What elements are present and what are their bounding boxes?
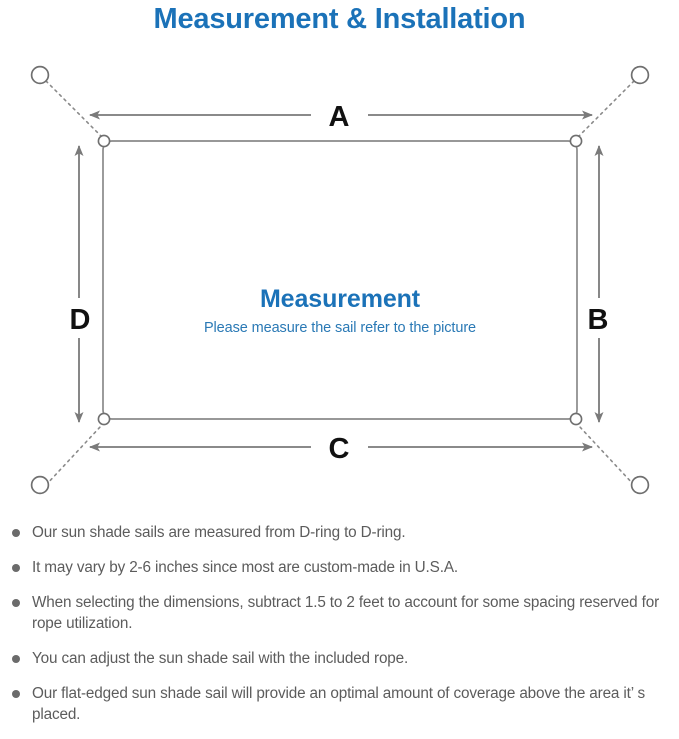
dimension-label-b: B	[588, 304, 609, 336]
anchor-ring-bottom-left-icon	[30, 475, 50, 495]
note-item: Our flat-edged sun shade sail will provi…	[0, 683, 679, 725]
diagram-svg: A C D B	[30, 65, 650, 495]
bullet-icon	[12, 655, 20, 663]
anchor-ring-top-right-icon	[630, 65, 650, 85]
rope-top-right	[578, 80, 635, 137]
sun-shade-sail-measurement-diagram: A C D B Measurement Please measure the s…	[0, 48, 679, 518]
note-text: Our sun shade sails are measured from D-…	[32, 524, 406, 541]
dimension-label-c: C	[329, 433, 350, 465]
bullet-icon	[12, 529, 20, 537]
bullet-icon	[12, 690, 20, 698]
d-ring-top-left-icon	[97, 134, 111, 148]
anchor-rings	[30, 65, 650, 495]
d-rings	[97, 134, 583, 426]
note-item: Our sun shade sails are measured from D-…	[0, 522, 679, 543]
note-text: When selecting the dimensions, subtract …	[32, 594, 660, 632]
sail-shape	[102, 140, 578, 420]
d-ring-top-right-icon	[569, 134, 583, 148]
bullet-icon	[12, 599, 20, 607]
note-text: Our flat-edged sun shade sail will provi…	[32, 685, 646, 723]
notes-list: Our sun shade sails are measured from D-…	[0, 522, 679, 739]
anchor-ring-bottom-right-icon	[630, 475, 650, 495]
rope-lines	[45, 80, 635, 486]
note-item: It may vary by 2-6 inches since most are…	[0, 557, 679, 578]
d-ring-bottom-left-icon	[97, 412, 111, 426]
d-ring-bottom-right-icon	[569, 412, 583, 426]
note-item: When selecting the dimensions, subtract …	[0, 592, 679, 634]
rope-top-left	[45, 80, 102, 137]
anchor-ring-top-left-icon	[30, 65, 50, 85]
page-title: Measurement & Installation	[153, 3, 526, 35]
rope-bottom-right	[578, 425, 635, 486]
note-item: You can adjust the sun shade sail with t…	[0, 648, 679, 669]
rope-bottom-left	[45, 425, 102, 486]
dimension-label-d: D	[70, 304, 91, 336]
note-text: You can adjust the sun shade sail with t…	[32, 650, 409, 667]
note-text: It may vary by 2-6 inches since most are…	[32, 559, 458, 576]
bullet-icon	[12, 564, 20, 572]
dimension-label-a: A	[329, 101, 350, 133]
